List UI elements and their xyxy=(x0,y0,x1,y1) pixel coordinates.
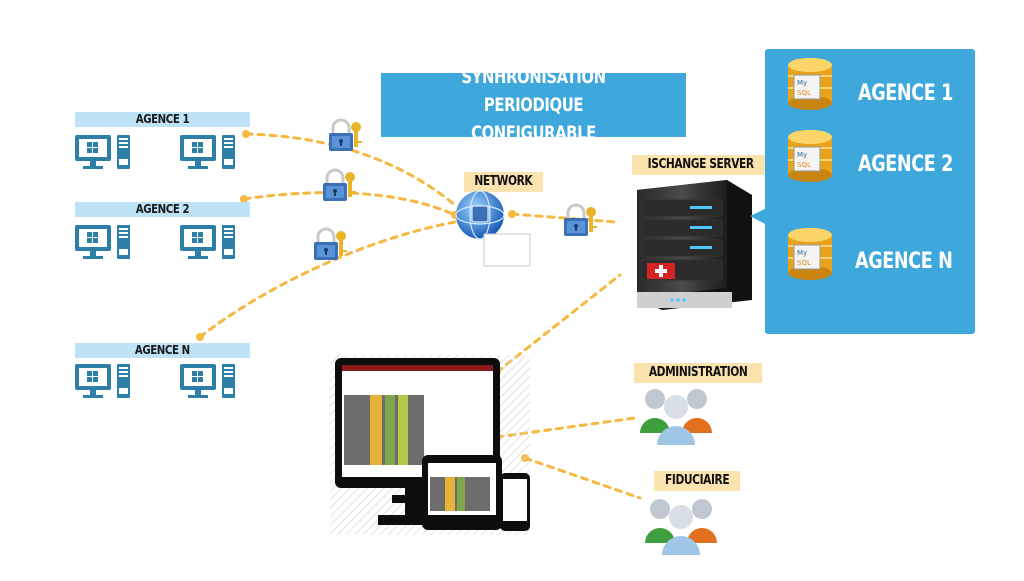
title-line-1: SYNHRONISATION PERIODIQUE xyxy=(461,66,606,116)
server-label: ISCHANGE SERVER xyxy=(632,155,770,175)
server-icon xyxy=(637,180,752,310)
padlock-key-icon xyxy=(327,118,364,153)
agency-1-header: AGENCE 1 xyxy=(75,112,250,127)
mysql-database-icon xyxy=(787,227,833,281)
pc-icon xyxy=(180,364,235,398)
fiduciaire-label: FIDUCIAIRE xyxy=(654,471,741,491)
mysql-database-icon xyxy=(787,57,833,111)
title-line-2: CONFIGURABLE xyxy=(471,122,596,144)
link-devices-fiduciaire xyxy=(523,456,642,500)
pc-icon xyxy=(75,364,130,398)
devices-illustration xyxy=(330,355,530,535)
agency-2-header: AGENCE 2 xyxy=(75,202,250,217)
network-label: NETWORK xyxy=(464,172,543,192)
link-agencen-network xyxy=(198,220,457,339)
administration-label: ADMINISTRATION xyxy=(634,363,763,383)
user-group-icon xyxy=(645,499,717,555)
padlock-key-icon xyxy=(312,227,349,262)
db-agence-2-label: AGENCE 2 xyxy=(858,152,953,177)
db-agence-1-label: AGENCE 1 xyxy=(858,81,953,106)
mysql-database-icon xyxy=(787,129,833,183)
database-icons: My SQL xyxy=(750,57,833,281)
db-agence-n-label: AGENCE N xyxy=(855,249,953,274)
network-globe-icon xyxy=(455,190,531,267)
user-group-icon xyxy=(640,389,712,445)
padlock-key-icon xyxy=(321,168,358,203)
user-group-icons xyxy=(640,389,717,555)
agency-n-header: AGENCE N xyxy=(75,343,250,358)
padlock-key-icon xyxy=(562,203,599,238)
sync-title-banner: SYNHRONISATION PERIODIQUE CONFIGURABLE xyxy=(381,66,686,144)
link-agence1-network xyxy=(244,132,457,207)
link-network-server xyxy=(510,212,617,224)
link-agence2-network xyxy=(242,191,457,217)
